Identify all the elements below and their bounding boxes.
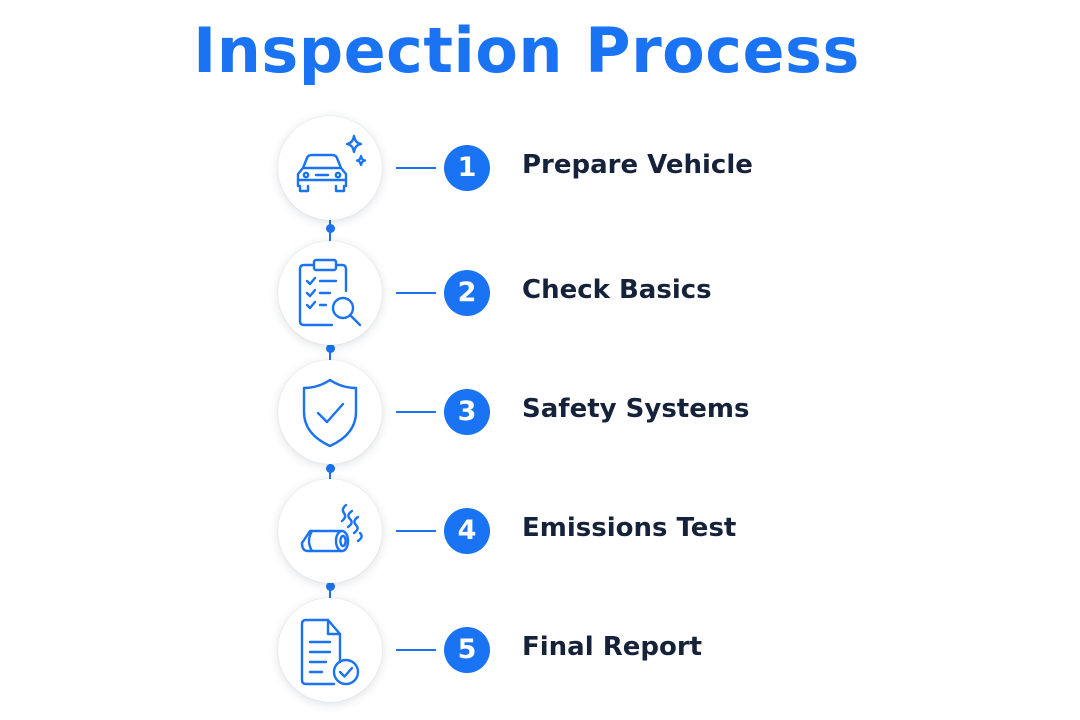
step-3-number-badge: 3 — [444, 389, 490, 435]
step-5-number-badge: 5 — [444, 627, 490, 673]
step-2-leader-line — [396, 292, 436, 294]
exhaust-pipe-icon — [300, 503, 363, 553]
step-2-label: Check Basics — [522, 275, 712, 305]
step-3-icon-circle — [278, 360, 382, 464]
step-4-label: Emissions Test — [522, 513, 737, 543]
connector-4-5 — [329, 581, 331, 601]
step-5: 5 Final Report — [0, 598, 1080, 708]
step-5-icon-circle — [278, 598, 382, 702]
step-2-icon-circle — [278, 241, 382, 345]
step-4-icon-circle — [278, 479, 382, 583]
connector-dot — [325, 464, 335, 473]
step-1-leader-line — [396, 167, 436, 169]
connector-dot — [325, 344, 335, 353]
step-3-leader-line — [396, 411, 436, 413]
step-1-number-badge: 1 — [444, 145, 490, 191]
step-5-label: Final Report — [522, 632, 703, 662]
connector-2-3 — [329, 342, 331, 364]
diagram-title: Inspection Process — [193, 14, 860, 87]
step-1-icon-circle — [278, 116, 382, 220]
shield-check-icon — [302, 378, 358, 448]
connector-dot — [325, 582, 335, 591]
step-1-label: Prepare Vehicle — [522, 150, 753, 180]
step-2: 2 Check Basics — [0, 241, 1080, 351]
step-4-leader-line — [396, 530, 436, 532]
step-4: 4 Emissions Test — [0, 479, 1080, 589]
car-sparkle-icon — [296, 134, 367, 193]
connector-dot — [325, 224, 335, 233]
clipboard-search-icon — [298, 258, 362, 327]
step-4-number-badge: 4 — [444, 508, 490, 554]
step-5-leader-line — [396, 649, 436, 651]
step-2-number-badge: 2 — [444, 270, 490, 316]
step-3-label: Safety Systems — [522, 394, 750, 424]
step-3: 3 Safety Systems — [0, 360, 1080, 470]
document-check-icon — [300, 618, 360, 686]
step-1: 1 Prepare Vehicle — [0, 116, 1080, 226]
